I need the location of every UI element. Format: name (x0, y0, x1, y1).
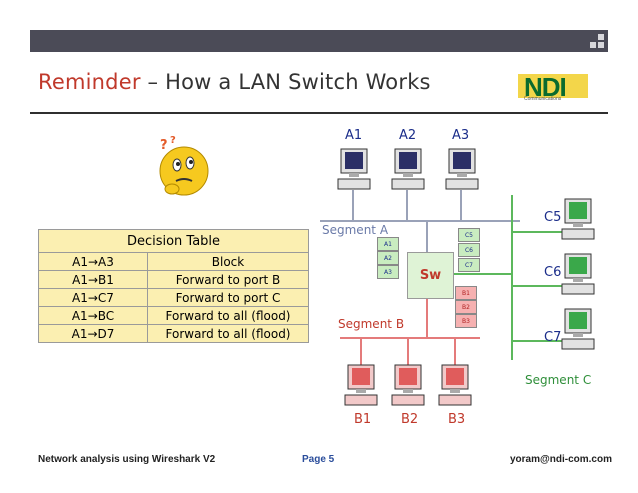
footer-email: yoram@ndi-com.com (510, 454, 612, 465)
thinking-face-icon: ? ? (159, 135, 209, 196)
switch: Sw (407, 252, 454, 299)
host-label-c7: C7 (544, 330, 562, 345)
computer-c7-icon (561, 308, 595, 350)
page-number: Page 5 (302, 454, 335, 465)
page-title: Reminder – How a LAN Switch Works (38, 70, 431, 94)
decision-table-title: Decision Table (38, 229, 309, 253)
host-label-a3: A3 (452, 128, 470, 143)
port-b-entry: B3 (455, 314, 477, 328)
computer-a2-icon (391, 148, 425, 190)
divider (30, 112, 608, 114)
port-b-entry: B1 (455, 286, 477, 300)
svg-text:?: ? (160, 138, 168, 153)
computer-a1-icon (337, 148, 371, 190)
port-c-entry: C6 (458, 243, 480, 257)
host-label-c5: C5 (544, 210, 562, 225)
computer-b3-icon (438, 364, 472, 406)
segment-c-label: Segment C (525, 373, 592, 387)
footer-left: Network analysis using Wireshark V2 (38, 454, 216, 465)
segment-b-label: Segment B (338, 317, 405, 331)
computer-c6-icon (561, 253, 595, 295)
svg-text:?: ? (170, 135, 176, 146)
computer-a3-icon (445, 148, 479, 190)
computer-b1-icon (344, 364, 378, 406)
segment-a-label: Segment A (322, 223, 389, 237)
port-a-entry: A3 (377, 265, 399, 279)
computer-c5-icon (561, 198, 595, 240)
host-label-b2: B2 (401, 412, 419, 427)
host-label-b1: B1 (354, 412, 372, 427)
title-bar (30, 30, 608, 52)
host-label-c6: C6 (544, 265, 562, 280)
host-label-a1: A1 (345, 128, 363, 143)
host-label-b3: B3 (448, 412, 466, 427)
port-a-entry: A2 (377, 251, 399, 265)
port-c-entry: C7 (458, 258, 480, 272)
computer-b2-icon (391, 364, 425, 406)
host-label-a2: A2 (399, 128, 417, 143)
port-c-entry: C5 (458, 228, 480, 242)
port-b-entry: B2 (455, 300, 477, 314)
ndi-logo: NDI Communications (510, 72, 594, 102)
port-a-entry: A1 (377, 237, 399, 251)
